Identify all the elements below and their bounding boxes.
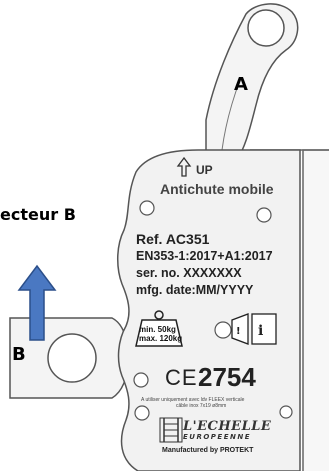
weight-min: min. 50kg (139, 325, 176, 334)
up-label: UP (196, 163, 213, 177)
svg-text:!: ! (236, 326, 241, 337)
frame-strip (302, 149, 329, 471)
label-a: A (234, 74, 248, 95)
mfg-date: mfg. date:MM/YYYY (136, 283, 254, 297)
usage-note-line1: A utiliser uniquement avec ldv FLEEX ver… (141, 397, 245, 403)
body-plate (117, 149, 301, 471)
standard-text: EN353-1:2017+A1:2017 (136, 249, 273, 263)
device-title: Antichute mobile (160, 181, 274, 197)
body-hole-right (256, 207, 272, 223)
manual-book-icon (251, 313, 277, 345)
manufacturer-text: Manufactured by PROTEKT (162, 447, 254, 454)
arm-a-hole (247, 9, 285, 47)
arm-b-hole (47, 333, 97, 383)
brand-name-line1: L'ECHELLE (183, 419, 272, 434)
label-b: B (12, 344, 26, 365)
weight-max: max. 120kg (139, 334, 183, 343)
arm-a-inner-line (221, 79, 241, 151)
ref-number: Ref. AC351 (136, 231, 210, 247)
blue-up-arrow-icon (17, 264, 57, 341)
ce-number: 2754 (198, 362, 256, 392)
usage-note-line2: câble inox 7x19 ø8mm (176, 403, 227, 409)
serial-number: ser. no. XXXXXXX (136, 266, 242, 280)
body-hole-lower (133, 372, 149, 388)
weight-icon (135, 319, 183, 347)
body-hole-mid (214, 321, 232, 339)
body-hole-left (139, 200, 155, 216)
ce-mark: CE (165, 365, 198, 390)
brand-name-line2: EUROPEENNE (183, 433, 251, 441)
connector-label: ecteur B (0, 205, 76, 224)
up-arrow-outline-icon (176, 156, 192, 177)
weight-icon-ring (154, 310, 164, 320)
read-manual-icon (231, 313, 249, 345)
svg-text:i: i (258, 323, 263, 339)
ladder-logo-icon (159, 417, 183, 443)
body-hole-bottom-right (279, 405, 293, 419)
body-hole-bottom (134, 405, 150, 421)
